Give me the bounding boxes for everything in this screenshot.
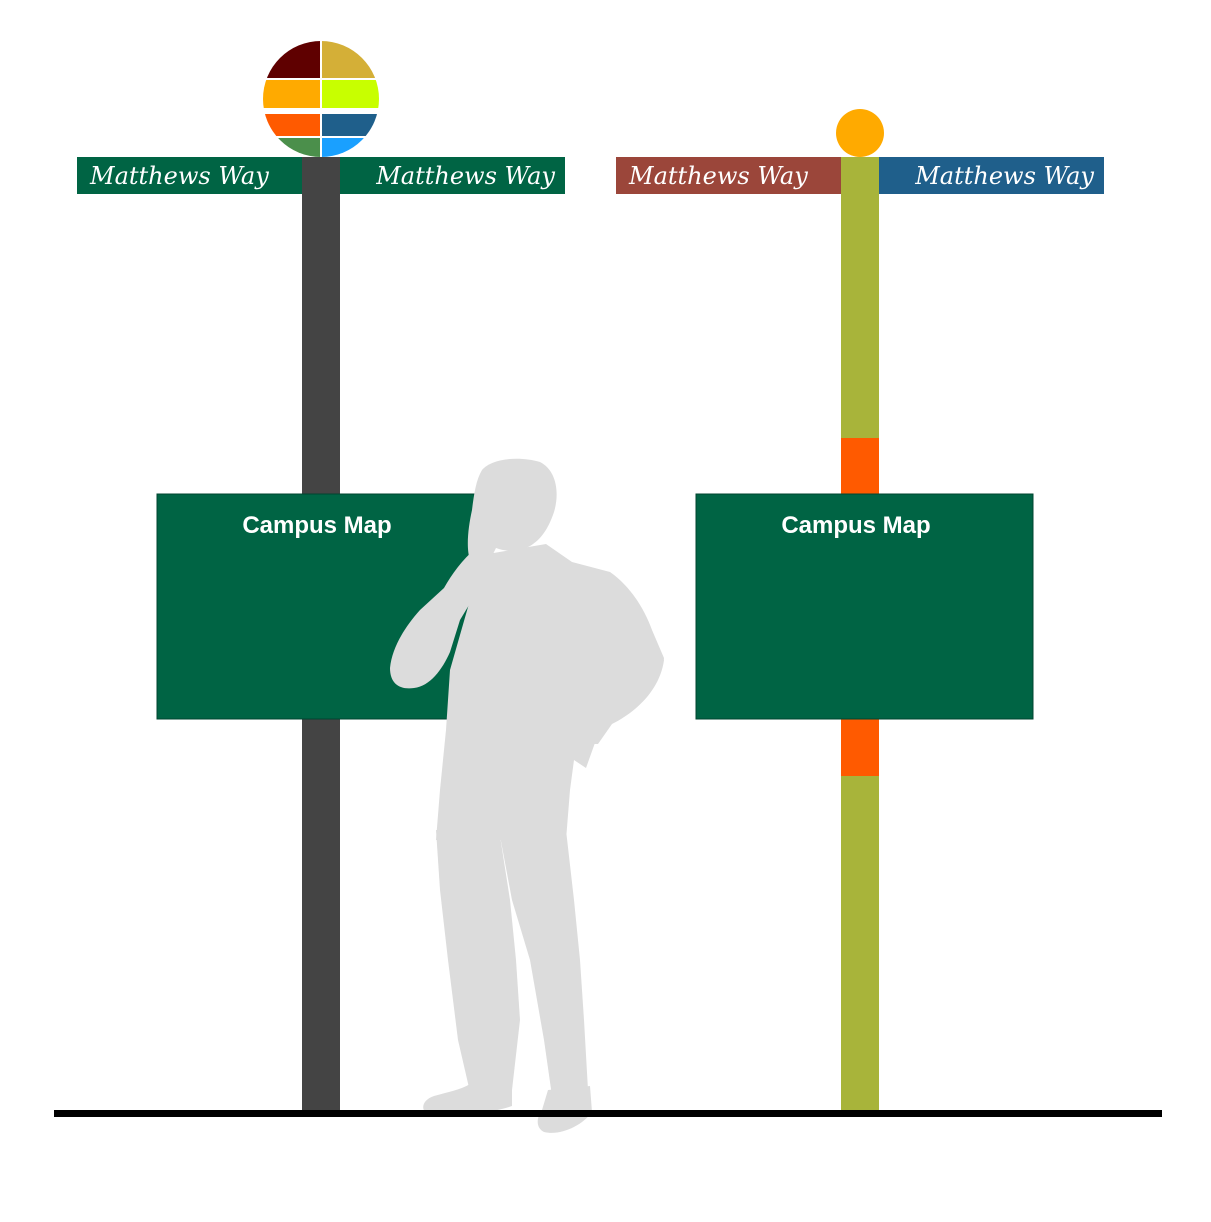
left-campus-map-title: Campus Map <box>242 512 391 539</box>
right-campus-map-panel <box>695 493 1034 720</box>
right-signpost: Matthews Way Matthews Way Campus Map <box>616 109 1104 1112</box>
right-campus-map-title: Campus Map <box>781 512 930 539</box>
left-street-sign-west-label: Matthews Way <box>89 162 269 190</box>
right-pole-accent-lower <box>841 719 879 776</box>
right-street-sign-east-label: Matthews Way <box>914 162 1094 190</box>
person-silhouette-icon <box>390 458 664 1133</box>
right-street-sign-west-label: Matthews Way <box>628 162 808 190</box>
right-street-sign-east-blade <box>879 157 1104 194</box>
ball-icon <box>836 109 884 157</box>
right-pole-accent-upper <box>841 438 879 494</box>
left-street-sign-east-blade <box>340 157 565 194</box>
left-street-sign-west-blade <box>77 157 302 194</box>
quartered-globe-icon <box>263 41 379 157</box>
right-street-sign-west-blade <box>616 157 841 194</box>
left-street-sign-east-label: Matthews Way <box>375 162 555 190</box>
left-signpost: Matthews Way Matthews Way Campus Map <box>77 41 565 1113</box>
ground-line <box>54 1110 1162 1117</box>
